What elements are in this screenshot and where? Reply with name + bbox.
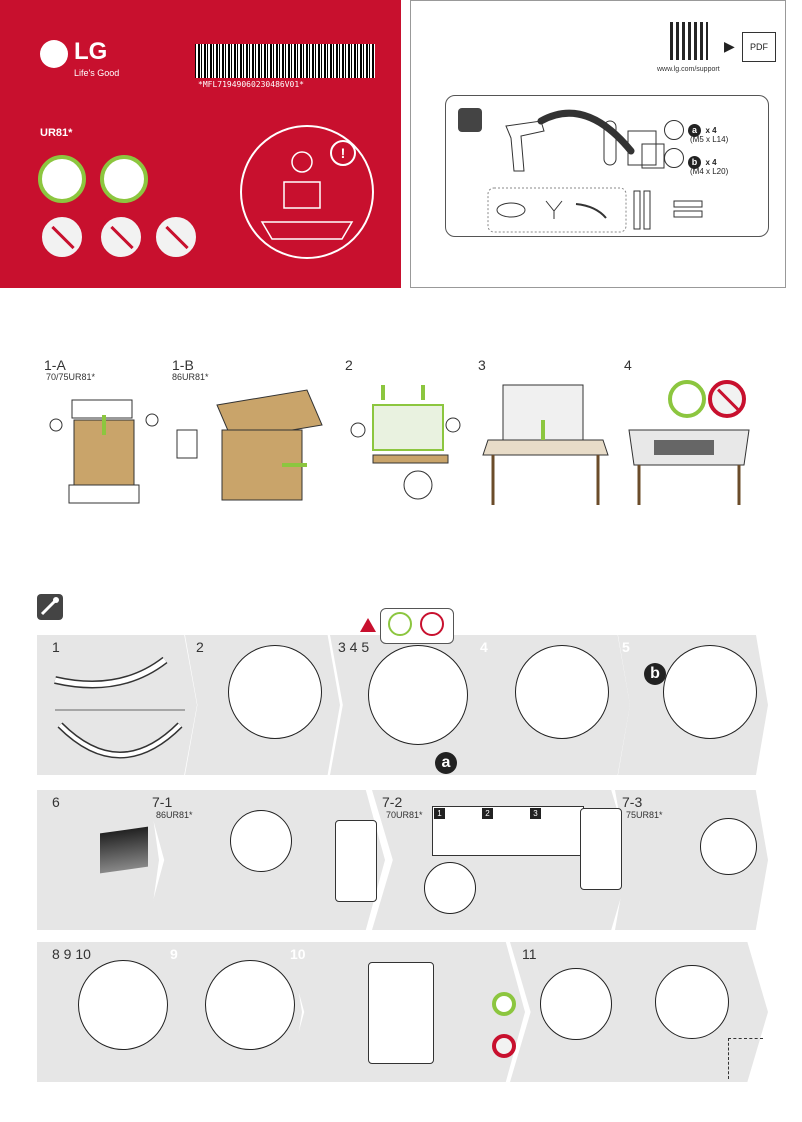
substep-3-label: 3	[530, 808, 541, 819]
step8-zoom-detail	[78, 960, 168, 1050]
assembly-8-9-10-number: 8 9 10	[52, 946, 91, 962]
assembly-7-3-number: 7-3	[622, 794, 643, 810]
unpack-2-illustration	[343, 380, 468, 510]
unpack-1a-illustration	[44, 385, 164, 515]
step11-zoom-right	[655, 965, 729, 1039]
screw-a-qty: x 4	[705, 126, 717, 135]
step345-zoom-detail	[368, 645, 468, 745]
page-curl-icon	[728, 1038, 763, 1079]
prohibited-icon	[492, 1034, 516, 1058]
caution-icon	[360, 618, 376, 632]
unpack-4-illustration	[624, 370, 754, 515]
lg-logo-icon	[40, 40, 68, 68]
substep-2-label: 2	[482, 808, 493, 819]
screwdriver-icon	[37, 594, 63, 620]
assembly-9-number: 9	[170, 946, 178, 962]
correct-placement-icon	[668, 380, 706, 418]
pdf-icon[interactable]: PDF	[742, 32, 776, 62]
screw-a-icon	[664, 120, 684, 140]
brand-tagline: Life's Good	[74, 68, 120, 78]
step-1a-models: 70/75UR81*	[46, 372, 96, 382]
arrow-right-icon: ▶	[724, 38, 735, 54]
assembly-10-number: 10	[290, 946, 306, 962]
correct-ring-icon	[388, 612, 412, 636]
screw-b-qty: x 4	[705, 158, 717, 167]
step-1a-number: 1-A	[44, 357, 66, 373]
prohibited-lay-icon	[152, 213, 200, 261]
badge-a: a	[688, 124, 701, 137]
substep-1-label: 1	[434, 808, 445, 819]
screw-a-size: (M5 x L14)	[690, 135, 729, 144]
warning-icon: !	[330, 140, 356, 166]
correct-lifting-icon	[100, 155, 148, 203]
assembly-7-3-models: 75UR81*	[626, 810, 663, 820]
screw-a-callout: a	[435, 752, 457, 774]
assembly-7-2-models: 70UR81*	[386, 810, 423, 820]
assembly-5-number: 5	[622, 639, 630, 655]
prohibited-placement-icon	[708, 380, 746, 418]
lift-screen-illustration	[240, 125, 374, 259]
tv-screen-illustration	[100, 826, 148, 874]
parts-panel	[410, 0, 786, 288]
support-url[interactable]: www.lg.com/support	[657, 66, 720, 73]
step10-detail-box	[368, 962, 434, 1064]
prohibited-ring-icon	[420, 612, 444, 636]
barcode-text: *MFL71949060230486V01*	[198, 80, 304, 89]
model-number: UR81*	[40, 127, 73, 139]
step11-zoom-left	[540, 968, 612, 1040]
step7-3-zoom-detail	[700, 818, 757, 875]
step-1b-models: 86UR81*	[172, 372, 209, 382]
assembly-7-1-models: 86UR81*	[156, 810, 193, 820]
screw-b-icon	[664, 148, 684, 168]
step-1b-number: 1-B	[172, 357, 194, 373]
assembly-345-number: 3 4 5	[338, 639, 370, 655]
step-3-number: 3	[478, 357, 486, 373]
step7-2-zoom-detail	[424, 862, 476, 914]
assembly-6-number: 6	[52, 794, 60, 810]
step5-zoom-detail	[663, 645, 757, 739]
step4-zoom-detail	[515, 645, 609, 739]
screw-a-row: a x 4	[688, 120, 717, 138]
assembly-7-1-number: 7-1	[152, 794, 173, 810]
assembly-4-number: 4	[480, 639, 488, 655]
correct-handling-icon	[38, 155, 86, 203]
qr-code-icon	[670, 22, 708, 60]
clip-detail-box	[335, 820, 377, 902]
unpack-3-illustration	[478, 370, 613, 515]
barcode	[195, 44, 375, 78]
step2-zoom-detail	[228, 645, 322, 739]
screw-b-callout: b	[644, 663, 666, 685]
brand-name: LG	[74, 38, 108, 65]
correct-check-icon	[492, 992, 516, 1016]
step-4-number: 4	[624, 357, 632, 373]
assembly-7-2-number: 7-2	[382, 794, 403, 810]
assembly-1-number: 1	[52, 639, 60, 655]
step7-1-zoom-detail	[230, 810, 292, 872]
assembly-11-number: 11	[522, 946, 537, 962]
step9-zoom-detail	[205, 960, 295, 1050]
prohibited-press-icon	[97, 213, 145, 261]
cable-steps-box	[432, 806, 584, 856]
clip-detail-box-2	[580, 808, 622, 890]
stand-arc-illustration	[50, 655, 190, 775]
unpack-1b-illustration	[172, 385, 332, 515]
prohibited-handling-icon	[38, 213, 86, 261]
step-2-number: 2	[345, 357, 353, 373]
screw-b-size: (M4 x L20)	[690, 167, 729, 176]
badge-b: b	[688, 156, 701, 169]
assembly-2-number: 2	[196, 639, 204, 655]
parts-list	[445, 95, 769, 237]
screw-b-row: b x 4	[688, 152, 717, 170]
